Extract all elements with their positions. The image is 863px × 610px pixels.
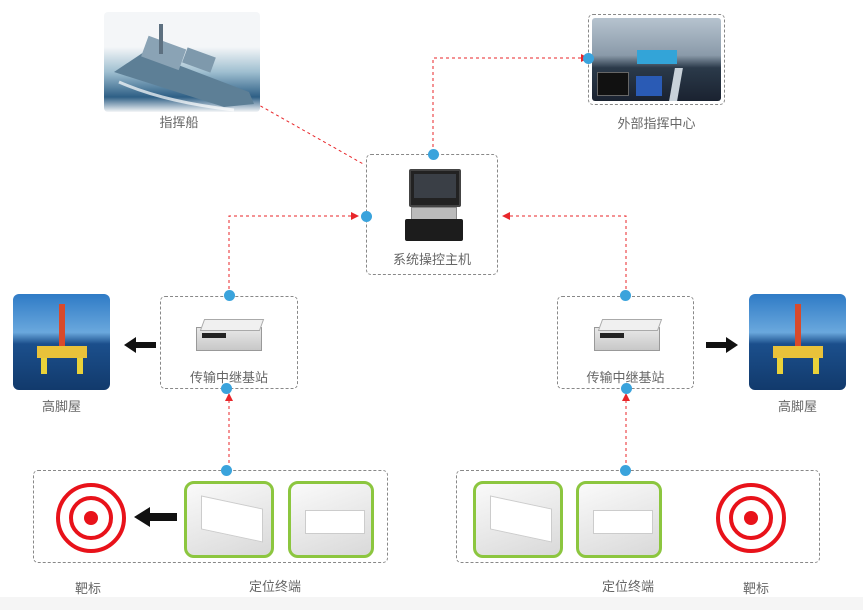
connector-terminal-left[interactable]: [221, 465, 232, 476]
platform-left-label: 高脚屋: [41, 400, 81, 415]
connector-host-left[interactable]: [361, 211, 372, 222]
target-right-label: 靶标: [742, 582, 769, 597]
footer-band: [0, 597, 863, 610]
edge-relayright-host: [502, 212, 627, 295]
positioning-terminal-icon[interactable]: [576, 481, 662, 558]
target-left-label: 靶标: [74, 582, 101, 597]
connector-relay-left-top[interactable]: [224, 290, 235, 301]
positioning-terminal-icon[interactable]: [473, 481, 563, 558]
arrow-terminal-target: [134, 507, 177, 527]
connector-external-center[interactable]: [583, 53, 594, 64]
external-center-label: 外部指挥中心: [617, 117, 696, 132]
arrow-relayleft-platform: [124, 337, 156, 353]
oil-platform-icon: [749, 294, 846, 390]
positioning-terminal-icon[interactable]: [288, 481, 374, 558]
terminal-left-label: 定位终端: [248, 580, 301, 595]
relay-left-node[interactable]: 传输中继基站: [160, 296, 298, 389]
terminal-right-label: 定位终端: [601, 580, 654, 595]
edge-ship-host: [249, 99, 366, 166]
relay-right-label: 传输中继基站: [586, 371, 665, 386]
connector-relay-right-top[interactable]: [620, 290, 631, 301]
platform-right-label: 高脚屋: [777, 400, 817, 415]
connector-relay-left-bottom[interactable]: [221, 383, 232, 394]
platform-left-node[interactable]: [13, 294, 110, 390]
terminal-group-left: [33, 470, 388, 563]
edge-host-external: [432, 54, 589, 153]
relay-left-label: 传输中继基站: [189, 371, 268, 386]
command-ship-label: 指挥船: [159, 116, 199, 131]
target-icon: [716, 483, 786, 553]
connector-relay-right-bottom[interactable]: [621, 383, 632, 394]
command-center-icon: [592, 18, 721, 101]
positioning-terminal-icon[interactable]: [184, 481, 274, 558]
relay-right-node[interactable]: 传输中继基站: [557, 296, 694, 389]
rack-server-icon: [594, 319, 663, 351]
connector-host-top[interactable]: [428, 149, 439, 160]
rack-server-icon: [196, 319, 265, 351]
terminal-group-right: [456, 470, 820, 563]
target-icon: [56, 483, 126, 553]
host-label: 系统操控主机: [392, 253, 471, 268]
host-node[interactable]: 系统操控主机: [366, 154, 498, 275]
edge-relayleft-host: [228, 212, 359, 295]
platform-right-node[interactable]: [749, 294, 846, 390]
command-ship-node[interactable]: 指挥船: [104, 12, 260, 131]
arrow-relayright-platform: [706, 337, 738, 353]
rugged-laptop-icon: [405, 169, 463, 243]
connector-terminal-right[interactable]: [620, 465, 631, 476]
warship-icon: [104, 12, 260, 112]
external-center-node[interactable]: [588, 14, 725, 105]
oil-platform-icon: [13, 294, 110, 390]
